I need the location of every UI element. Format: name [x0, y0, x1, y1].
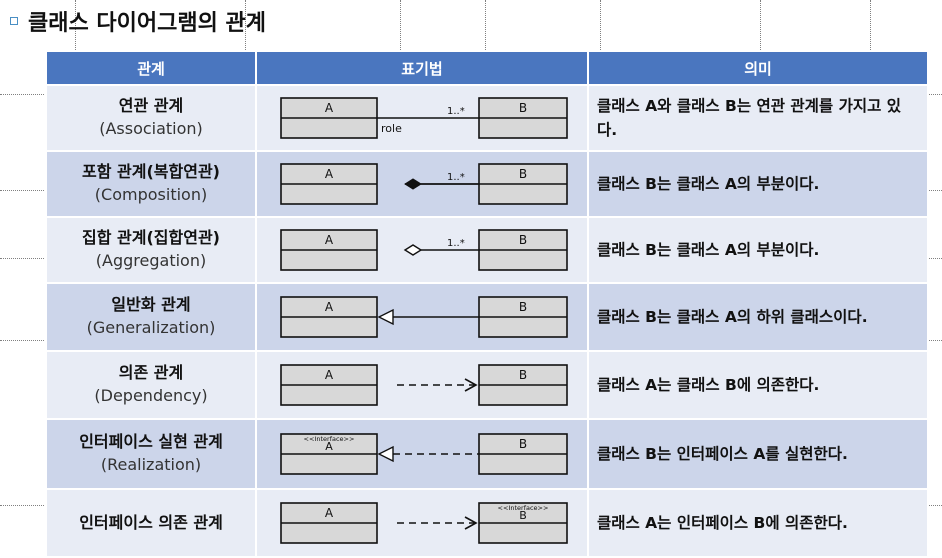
table-row: 인터페이스 의존 관계 A <<Interface>>B 클래스 A는 인터페이스 B…: [45, 488, 929, 558]
notation-cell: A B 1..* role: [255, 84, 589, 152]
relation-korean-name: 연관 관계: [118, 96, 184, 115]
header-relation: 관계: [45, 50, 257, 86]
table-header-row: 관계 표기법 의미: [45, 50, 929, 86]
relation-name-cell: 포함 관계(복합연관) (Composition): [45, 150, 257, 218]
class-name-right: B: [519, 368, 527, 382]
relation-english-name: (Composition): [94, 185, 208, 204]
class-name-right: B: [519, 437, 527, 451]
relation-name-cell: 일반화 관계 (Generalization): [45, 282, 257, 352]
class-box-right: [478, 296, 568, 338]
relation-korean-name: 포함 관계(복합연관): [82, 162, 220, 181]
class-box-right: [478, 163, 568, 205]
meaning-text: 클래스 A는 인터페이스 B에 의존한다.: [587, 488, 929, 558]
meaning-text: 클래스 A는 클래스 B에 의존한다.: [587, 350, 929, 420]
relation-english-name: (Dependency): [94, 386, 208, 405]
multiplicity-label: 1..*: [447, 172, 465, 183]
class-name-left: A: [325, 440, 333, 453]
relation-korean-name: 일반화 관계: [111, 295, 191, 314]
meaning-text: 클래스 A와 클래스 B는 연관 관계를 가지고 있다.: [587, 84, 929, 152]
association-diagram: A B 1..* role: [280, 97, 568, 139]
class-name-right: B: [519, 233, 527, 247]
multiplicity-label: 1..*: [447, 106, 465, 117]
table-row: 집합 관계(집합연관) (Aggregation) A B 1..* 클래스 B는 클래스…: [45, 216, 929, 284]
relation-english-name: (Generalization): [86, 318, 216, 337]
relation-name-cell: 인터페이스 의존 관계: [45, 488, 257, 558]
relation-korean-name: 인터페이스 의존 관계: [79, 513, 223, 532]
relation-english-name: (Aggregation): [95, 251, 207, 270]
slide-title-text: 클래스 다이어그램의 관계: [28, 11, 266, 36]
class-name-left: A: [325, 233, 334, 247]
class-box-left: [280, 364, 378, 406]
relation-name-cell: 인터페이스 실현 관계 (Realization): [45, 418, 257, 490]
class-name-left: A: [325, 506, 334, 520]
dependency-connector: [397, 378, 478, 392]
relation-name-cell: 집합 관계(집합연관) (Aggregation): [45, 216, 257, 284]
header-meaning: 의미: [587, 50, 929, 86]
class-box-right: [478, 502, 568, 544]
meaning-text: 클래스 B는 클래스 A의 부분이다.: [587, 150, 929, 218]
composition-connector: [404, 178, 479, 190]
class-box-left: [280, 433, 378, 475]
interface-dependency-diagram: A <<Interface>>B: [280, 502, 568, 544]
class-name-right: B: [519, 167, 527, 181]
class-box-right: [478, 364, 568, 406]
class-box-left: [280, 296, 378, 338]
table-row: 인터페이스 실현 관계 (Realization) <<Interface>>A B 클…: [45, 418, 929, 490]
class-name-right: B: [519, 101, 527, 115]
class-box-right: [478, 229, 568, 271]
class-name-left: A: [325, 101, 334, 115]
relation-korean-name: 의존 관계: [118, 363, 184, 382]
class-name-left: A: [325, 300, 334, 314]
interface-dependency-connector: [397, 516, 478, 530]
class-box-left: [280, 502, 378, 544]
relation-english-name: (Realization): [100, 455, 202, 474]
realization-diagram: <<Interface>>A B: [280, 433, 568, 475]
meaning-text: 클래스 B는 클래스 A의 하위 클래스이다.: [587, 282, 929, 352]
slide-title: 클래스 다이어그램의 관계: [10, 4, 266, 38]
square-bullet-icon: [10, 17, 18, 25]
meaning-text: 클래스 B는 인터페이스 A를 실현한다.: [587, 418, 929, 490]
notation-cell: <<Interface>>A B: [255, 418, 589, 490]
relation-english-name: (Association): [99, 119, 203, 138]
class-name-right: B: [519, 509, 527, 522]
realization-connector: [377, 445, 479, 463]
interface-stereotype-label: <<Interface>>: [498, 504, 549, 512]
role-label: role: [381, 122, 402, 135]
class-box-left: [280, 97, 378, 139]
table-row: 연관 관계 (Association) A B 1..* role 클래스 A와 클래스 B…: [45, 84, 929, 152]
generalization-connector: [377, 308, 479, 326]
notation-cell: A <<Interface>>B: [255, 488, 589, 558]
class-name-left: A: [325, 167, 334, 181]
relation-name-cell: 연관 관계 (Association): [45, 84, 257, 152]
aggregation-diagram: A B 1..*: [280, 229, 568, 271]
multiplicity-label: 1..*: [447, 238, 465, 249]
header-notation: 표기법: [255, 50, 589, 86]
interface-stereotype-label: <<Interface>>: [304, 435, 355, 443]
class-name-right: B: [519, 300, 527, 314]
notation-cell: A B 1..*: [255, 216, 589, 284]
notation-cell: A B 1..*: [255, 150, 589, 218]
relation-korean-name: 집합 관계(집합연관): [82, 228, 220, 247]
relation-name-cell: 의존 관계 (Dependency): [45, 350, 257, 420]
meaning-text: 클래스 B는 클래스 A의 부분이다.: [587, 216, 929, 284]
table-row: 포함 관계(복합연관) (Composition) A B 1..* 클래스 B는 클래스…: [45, 150, 929, 218]
class-box-left: [280, 229, 378, 271]
composition-diagram: A B 1..*: [280, 163, 568, 205]
aggregation-connector: [403, 244, 479, 256]
class-name-left: A: [325, 368, 334, 382]
class-box-left: [280, 163, 378, 205]
relation-korean-name: 인터페이스 실현 관계: [79, 432, 223, 451]
class-box-right: [478, 433, 568, 475]
